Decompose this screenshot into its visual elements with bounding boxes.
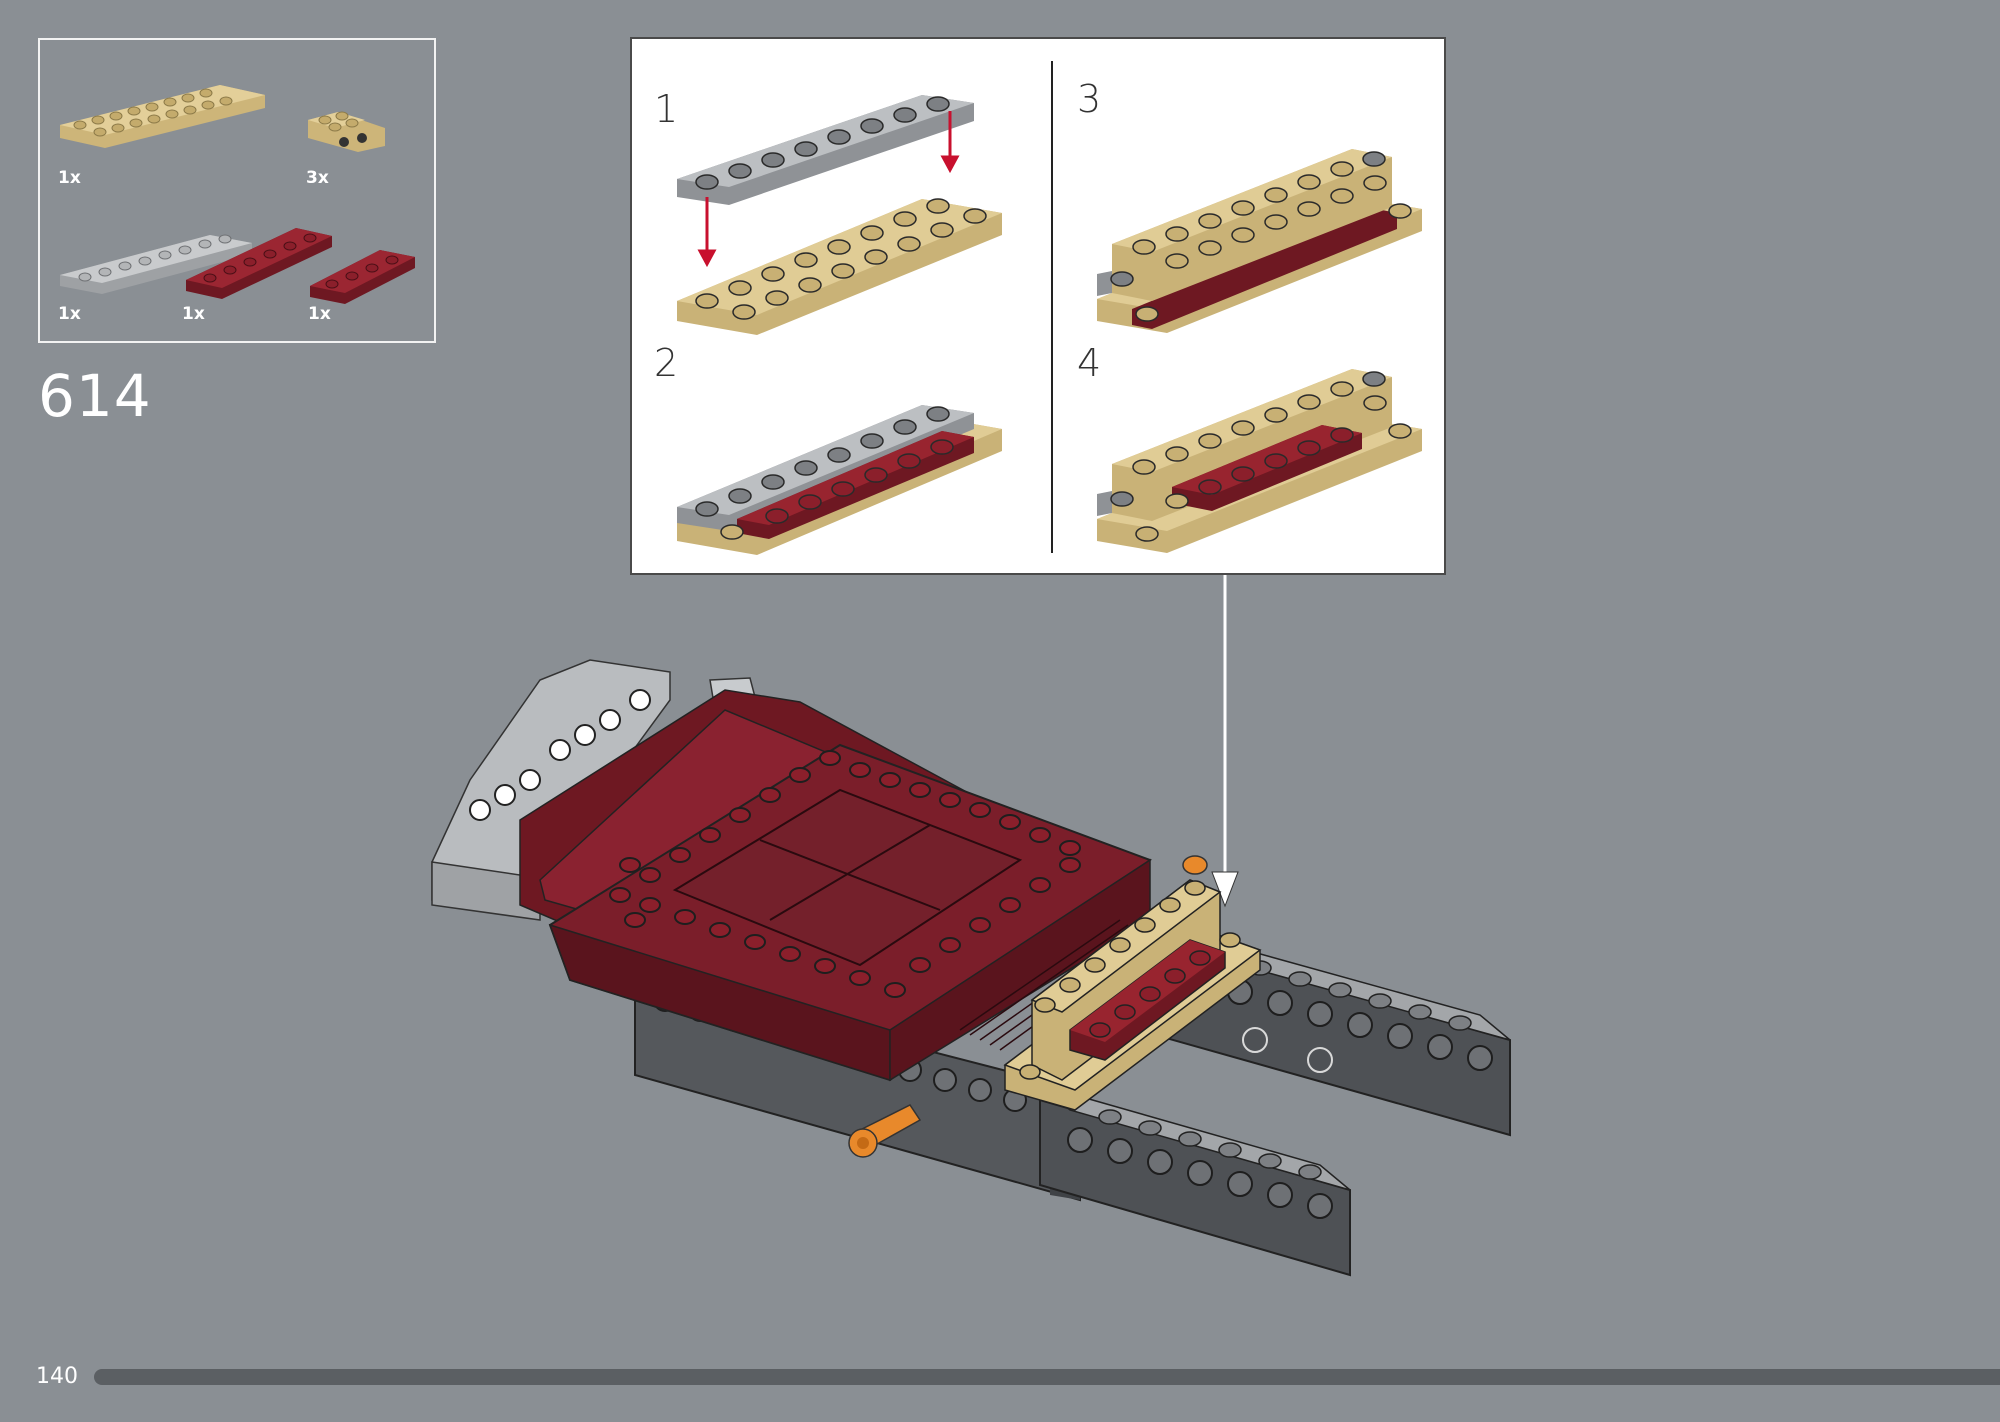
page-number: 140 — [36, 1364, 78, 1389]
part-qty-3: 1x — [58, 304, 81, 324]
part-tan-bracket — [308, 111, 385, 152]
model-tan-subassembly — [1003, 879, 1262, 1111]
sub-step-label-2: 2 — [654, 341, 679, 385]
part-qty-2: 3x — [306, 168, 329, 188]
model-grey-hull — [431, 659, 766, 921]
sub-step-1-graphic — [677, 95, 1002, 335]
sub-assembly-graphics — [677, 61, 1422, 555]
part-tan-plate-2x8 — [60, 85, 265, 148]
sub-step-4-graphic — [1097, 369, 1422, 553]
sub-step-label-3: 3 — [1077, 77, 1102, 121]
part-grey-plate-1x8 — [60, 234, 252, 294]
sub-step-3-graphic — [1097, 149, 1422, 333]
model-clear-pins — [1242, 1027, 1333, 1073]
sub-assembly-panel: 1 2 3 4 — [630, 37, 1446, 575]
part-red-plate-1x6 — [186, 228, 332, 299]
parts-list-graphics — [60, 85, 415, 304]
part-qty-5: 1x — [308, 304, 331, 324]
sub-step-2-graphic — [677, 405, 1002, 555]
sub-step-label-4: 4 — [1077, 341, 1102, 385]
sub-step-label-1: 1 — [654, 87, 679, 131]
part-qty-4: 1x — [182, 304, 205, 324]
step-number: 614 — [38, 362, 152, 430]
model-red-deck — [519, 689, 1153, 1082]
progress-bar — [94, 1369, 2000, 1385]
parts-list-box: 1x 3x 1x 1x 1x — [38, 38, 436, 343]
model-orange-pins — [848, 855, 1208, 1158]
part-red-plate-1x4 — [310, 250, 415, 304]
main-model-graphic — [431, 659, 1511, 1277]
part-qty-1: 1x — [58, 168, 81, 188]
